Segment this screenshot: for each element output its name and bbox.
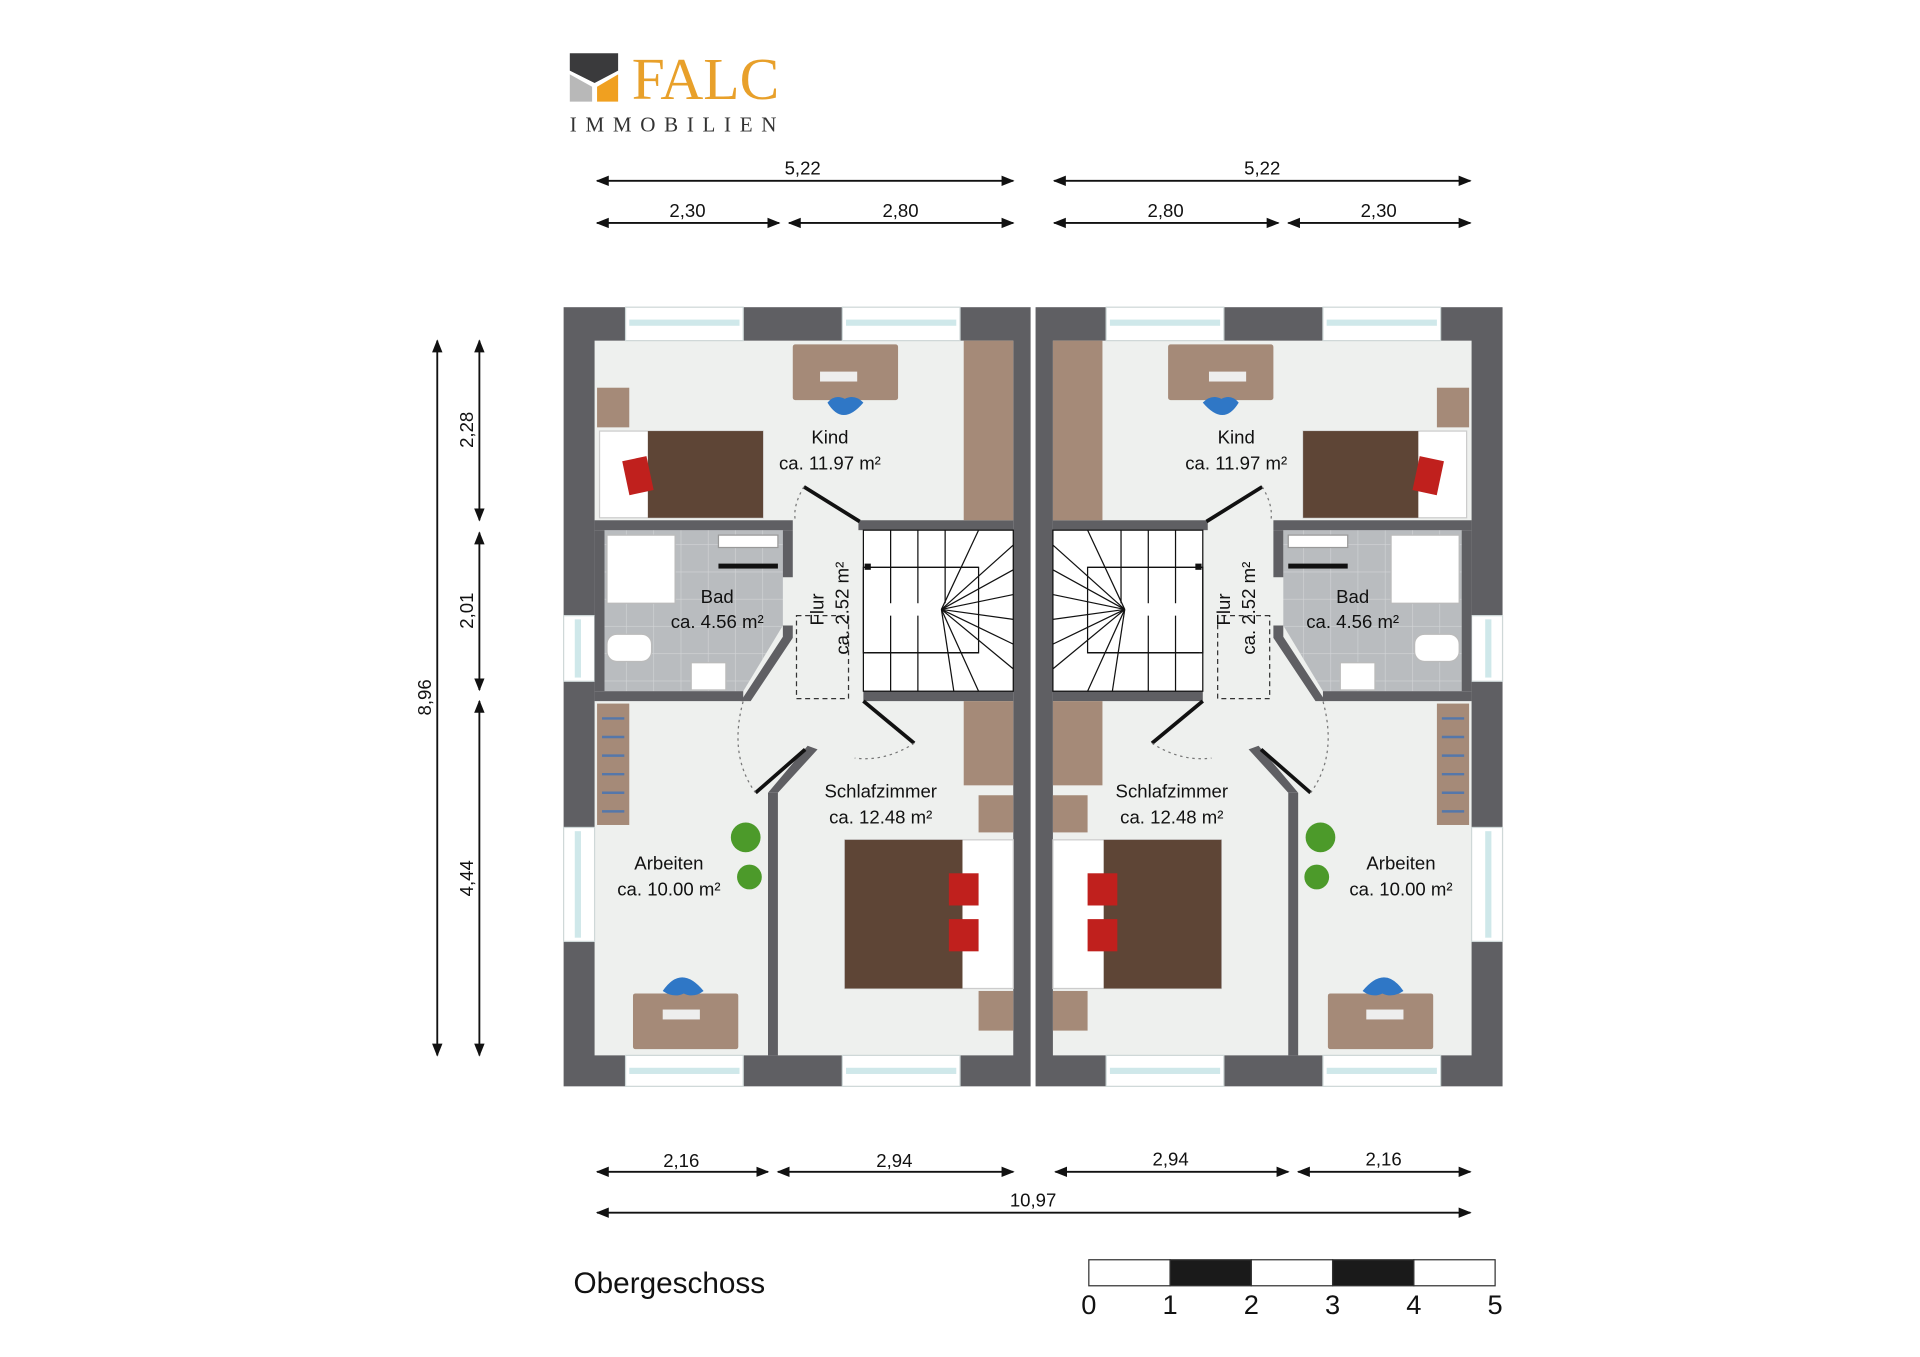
dim-left-c: 4,44: [456, 860, 477, 896]
room-area-bad-right: ca. 4.56 m²: [1306, 611, 1399, 632]
room-name-bad-right: Bad: [1336, 586, 1369, 607]
dim-top-right-b: 2,30: [1361, 200, 1397, 221]
scale-label-3: 3: [1325, 1289, 1340, 1320]
room-area-flur-right: ca. 2.52 m²: [1238, 562, 1259, 655]
room-area-bad-left: ca. 4.56 m²: [671, 611, 764, 632]
room-name-kind-left: Kind: [811, 426, 848, 447]
room-name-flur-right: Flur: [1213, 593, 1234, 625]
room-name-schlafzimmer-right: Schlafzimmer: [1116, 781, 1229, 802]
room-area-arbeiten-right: ca. 10.00 m²: [1349, 879, 1452, 900]
scale-label-1: 1: [1163, 1289, 1178, 1320]
dim-bottom-right-a: 2,94: [1152, 1149, 1188, 1170]
dim-top-right-total: 5,22: [1244, 158, 1280, 179]
scale-label-2: 2: [1244, 1289, 1259, 1320]
dim-bottom-left-b: 2,94: [876, 1150, 912, 1171]
logo-brand: FALC: [632, 46, 780, 112]
scale-label-5: 5: [1488, 1289, 1503, 1320]
dim-top-left-b: 2,80: [882, 200, 918, 221]
room-name-flur-left: Flur: [807, 593, 828, 625]
floor-title: Obergeschoss: [574, 1267, 766, 1300]
room-name-kind-right: Kind: [1218, 426, 1255, 447]
room-name-arbeiten-right: Arbeiten: [1366, 853, 1435, 874]
dim-bottom-total: 10,97: [1010, 1189, 1057, 1210]
logo-tagline: IMMOBILIEN: [570, 112, 785, 136]
dim-left-total: 8,96: [414, 679, 435, 715]
dim-bottom-left-a: 2,16: [663, 1150, 699, 1171]
scale-label-4: 4: [1406, 1289, 1421, 1320]
room-name-bad-left: Bad: [701, 586, 734, 607]
falc-logo: FALC IMMOBILIEN: [569, 46, 785, 136]
room-area-flur-left: ca. 2.52 m²: [832, 562, 853, 655]
room-area-schlafzimmer-right: ca. 12.48 m²: [1120, 807, 1223, 828]
dim-left-a: 2,28: [456, 412, 477, 448]
logo-roof-icon: [569, 53, 619, 83]
room-name-arbeiten-left: Arbeiten: [634, 853, 703, 874]
floor-plan-left-unit: [561, 305, 1033, 1089]
room-area-schlafzimmer-left: ca. 12.48 m²: [829, 807, 932, 828]
room-name-schlafzimmer-left: Schlafzimmer: [824, 781, 937, 802]
scale-bar: [1088, 1259, 1496, 1287]
dimension-lines: [432, 175, 1472, 1218]
dim-left-b: 2,01: [456, 593, 477, 629]
dim-bottom-right-b: 2,16: [1366, 1149, 1402, 1170]
room-area-kind-right: ca. 11.97 m²: [1185, 452, 1287, 473]
floor-plan-right-unit: [1033, 305, 1505, 1089]
dim-top-left-a: 2,30: [669, 200, 705, 221]
scale-label-0: 0: [1081, 1289, 1096, 1320]
dim-top-right-a: 2,80: [1148, 200, 1184, 221]
dim-top-left-total: 5,22: [785, 158, 821, 179]
room-area-kind-left: ca. 11.97 m²: [779, 452, 881, 473]
room-area-arbeiten-left: ca. 10.00 m²: [617, 879, 720, 900]
